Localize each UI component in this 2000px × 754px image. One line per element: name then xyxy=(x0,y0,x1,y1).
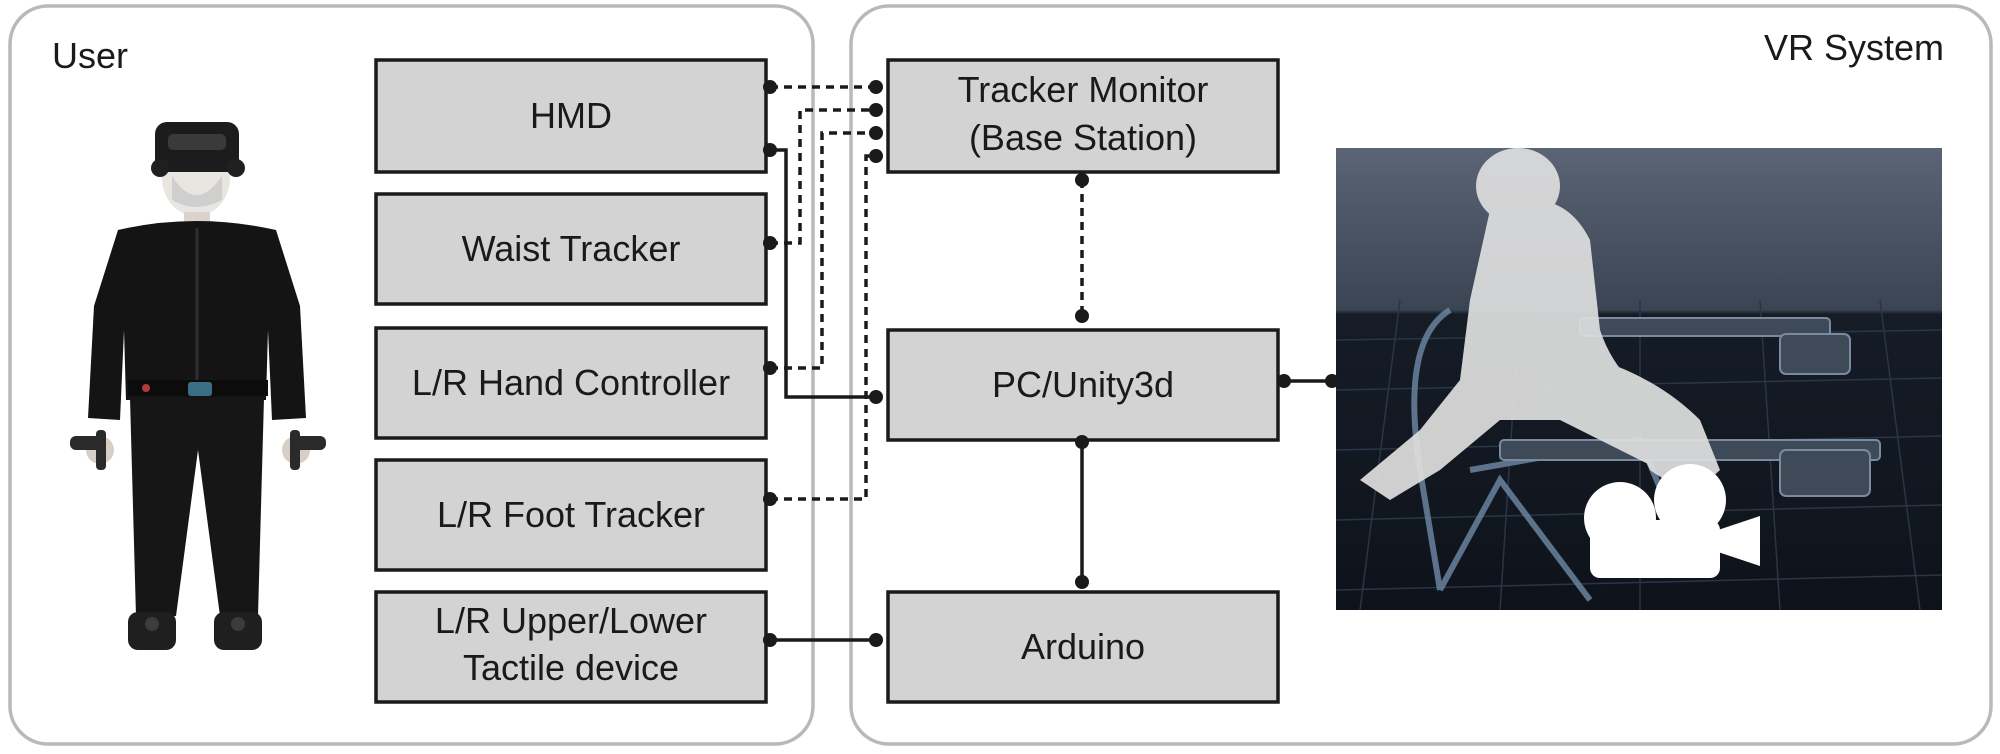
node-tactile-device-label-line2: Tactile device xyxy=(463,647,679,688)
node-arduino-label: Arduino xyxy=(1021,626,1145,667)
vr-system-group-label: VR System xyxy=(1764,27,1944,68)
vr-avatar-scene-icon xyxy=(1335,148,1943,611)
node-waist-tracker: Waist Tracker xyxy=(374,192,768,306)
node-arduino-box xyxy=(886,590,1280,704)
node-tracker-monitor-label-line1: Tracker Monitor xyxy=(958,69,1209,110)
dot-tm-2 xyxy=(869,103,883,117)
node-pc-unity-box xyxy=(886,328,1280,442)
node-foot-tracker-box xyxy=(374,458,768,572)
person-with-hmd-icon xyxy=(70,122,326,650)
edge-hand-tracker xyxy=(770,131,876,370)
dot-tm-4 xyxy=(869,149,883,163)
node-foot-tracker-label: L/R Foot Tracker xyxy=(437,494,705,535)
dot-arduino-top xyxy=(1075,575,1089,589)
node-tracker-monitor-box xyxy=(886,58,1280,174)
node-pc-unity-label: PC/Unity3d xyxy=(992,364,1174,405)
dot-pc-top-dashed xyxy=(1075,309,1089,323)
nodes: HMD Waist Tracker L/R Hand Controller L/… xyxy=(374,58,1280,704)
node-tactile-device: L/R Upper/Lower Tactile device xyxy=(374,590,768,704)
dot-pc-bottom xyxy=(1075,435,1089,449)
node-hmd-box xyxy=(374,58,768,174)
user-group-label: User xyxy=(52,35,128,76)
dot-tm-1 xyxy=(869,80,883,94)
dot-tm-3 xyxy=(869,126,883,140)
dot-hmd-dashed xyxy=(763,80,777,94)
node-hand-controller-box xyxy=(374,326,768,440)
node-hmd: HMD xyxy=(374,58,768,174)
node-tracker-monitor-label-line2: (Base Station) xyxy=(969,117,1197,158)
edge-foot-tracker xyxy=(770,154,876,501)
vr-scene xyxy=(1335,148,1943,611)
dot-waist xyxy=(763,236,777,250)
user-photo xyxy=(70,122,326,650)
node-hmd-label: HMD xyxy=(530,95,612,136)
dot-pc-left xyxy=(869,390,883,404)
node-foot-tracker: L/R Foot Tracker xyxy=(374,458,768,572)
dot-tm-bottom xyxy=(1075,173,1089,187)
dot-hmd-solid xyxy=(763,143,777,157)
connection-dots xyxy=(763,80,1339,647)
dot-arduino-left xyxy=(869,633,883,647)
node-tracker-monitor: Tracker Monitor (Base Station) xyxy=(886,58,1280,174)
node-waist-tracker-box xyxy=(374,192,768,306)
dot-scene-left xyxy=(1325,374,1339,388)
node-waist-tracker-label: Waist Tracker xyxy=(462,228,681,269)
node-hand-controller-label: L/R Hand Controller xyxy=(412,362,730,403)
dot-tactile xyxy=(763,633,777,647)
node-pc-unity: PC/Unity3d xyxy=(886,328,1280,442)
dot-foot xyxy=(763,492,777,506)
node-arduino: Arduino xyxy=(886,590,1280,704)
edges xyxy=(770,85,1332,642)
edge-hmd-pc xyxy=(770,148,876,399)
node-tactile-device-label-line1: L/R Upper/Lower xyxy=(435,600,707,641)
node-hand-controller: L/R Hand Controller xyxy=(374,326,768,440)
node-tactile-device-box xyxy=(374,590,768,704)
dot-hand xyxy=(763,361,777,375)
dot-pc-right xyxy=(1277,374,1291,388)
